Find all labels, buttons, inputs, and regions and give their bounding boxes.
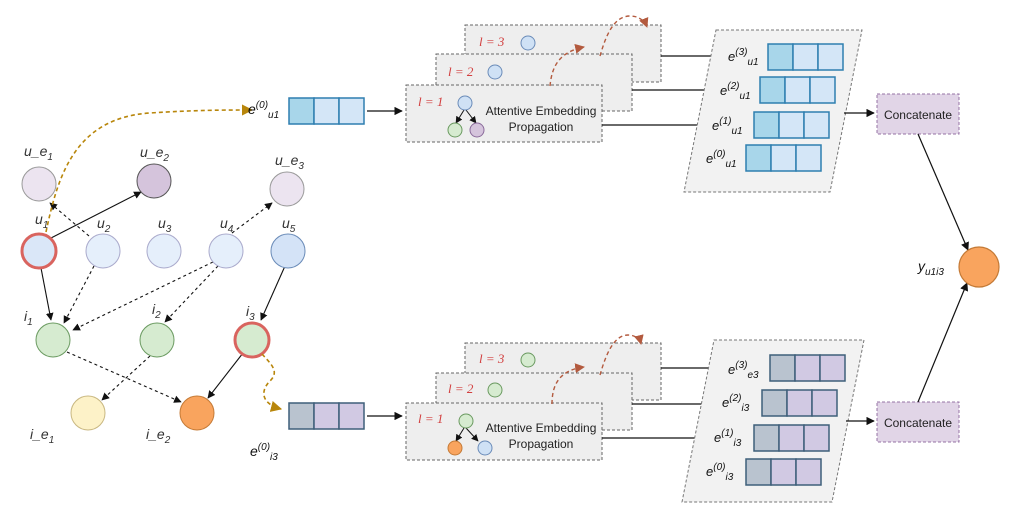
node-u4 bbox=[208, 233, 244, 269]
user-input-label: e(0)u1 bbox=[248, 100, 279, 121]
edge-u5-i3 bbox=[260, 265, 286, 321]
item-input-vector bbox=[288, 402, 365, 430]
item-branch: e(0)i3 l = 3 l = 2 l = 1 Attentive Embed… bbox=[250, 334, 960, 503]
concatenate-label-user: Concatenate bbox=[884, 108, 952, 122]
label-u5: u5 bbox=[282, 215, 296, 235]
edge-u2-i1 bbox=[63, 265, 95, 324]
edge-i2-ie1 bbox=[101, 355, 151, 401]
arrow-concat-item-to-output bbox=[917, 282, 969, 403]
curve-u1-to-embedding bbox=[45, 104, 254, 233]
label-u3: u3 bbox=[158, 215, 172, 235]
item-layer-panel-1 bbox=[405, 402, 603, 461]
stack-label-3: e(3)u1 bbox=[728, 47, 759, 68]
node-u3 bbox=[146, 233, 182, 269]
mini-node-l3 bbox=[520, 35, 536, 51]
layer-label-3: l = 3 bbox=[479, 34, 505, 49]
stack-vector-1 bbox=[753, 111, 830, 139]
mini-tree-l1 bbox=[447, 95, 485, 138]
item-mini-node-l2 bbox=[487, 382, 503, 398]
stack-vector-0 bbox=[745, 144, 822, 172]
edge-i1-ie2 bbox=[66, 351, 182, 403]
layer-label-1: l = 1 bbox=[418, 94, 443, 109]
graph-edges bbox=[40, 191, 286, 403]
curve-l1-to-l2 bbox=[549, 44, 585, 87]
item-mini-tree-l1 bbox=[447, 413, 493, 456]
item-curve-l1-to-l2 bbox=[551, 363, 585, 405]
stack-label-0: e(0)u1 bbox=[706, 149, 737, 170]
layer-text-line1: Attentive Embedding bbox=[486, 104, 597, 118]
layer-label-2: l = 2 bbox=[448, 64, 474, 79]
node-u-e3 bbox=[269, 171, 305, 207]
node-i3 bbox=[233, 321, 271, 359]
item-stack-label-2: e(2)i3 bbox=[722, 393, 750, 414]
stack-vector-2 bbox=[759, 76, 836, 104]
label-i3: i3 bbox=[246, 303, 255, 323]
concatenate-box-user bbox=[876, 93, 960, 135]
edge-i3-ie2 bbox=[207, 352, 244, 399]
stack-label-2: e(2)u1 bbox=[720, 81, 751, 102]
label-u-e1: u_e1 bbox=[24, 143, 53, 163]
item-layer-label-3: l = 3 bbox=[479, 351, 505, 366]
mini-node-l2 bbox=[487, 64, 503, 80]
layer-text-line2: Propagation bbox=[509, 120, 574, 134]
concatenate-label-item: Concatenate bbox=[884, 416, 952, 430]
user-branch: e(0)u1 l = 3 l = 2 l = 1 Attentive Embed… bbox=[248, 15, 960, 193]
node-i1 bbox=[35, 322, 71, 358]
item-stack-label-1: e(1)i3 bbox=[714, 428, 742, 449]
item-stack-label-0: e(0)i3 bbox=[706, 462, 734, 483]
label-u4: u4 bbox=[220, 215, 234, 235]
label-u-e2: u_e2 bbox=[140, 144, 169, 164]
node-i2 bbox=[139, 322, 175, 358]
concatenate-box-item bbox=[876, 401, 960, 443]
label-u-e3: u_e3 bbox=[275, 152, 304, 172]
item-stack-vector-3 bbox=[769, 354, 846, 382]
label-i-e2: i_e2 bbox=[146, 426, 171, 446]
item-stack-vector-2 bbox=[761, 389, 838, 417]
label-i2: i2 bbox=[152, 301, 161, 321]
edge-u3-i2 bbox=[164, 265, 219, 323]
edge-u1-ue2 bbox=[50, 191, 142, 239]
layer-panel-1 bbox=[405, 84, 603, 143]
label-u1: u1 bbox=[35, 211, 48, 231]
item-stack-vector-1 bbox=[753, 424, 830, 452]
node-u-e1 bbox=[21, 166, 57, 202]
output-score-node bbox=[958, 246, 1000, 288]
item-mini-node-l3 bbox=[520, 352, 536, 368]
item-stack-label-3: e(3)e3 bbox=[728, 360, 759, 381]
label-i1: i1 bbox=[24, 308, 33, 328]
node-u2 bbox=[85, 233, 121, 269]
item-layer-label-2: l = 2 bbox=[448, 381, 474, 396]
edge-u1-i1 bbox=[40, 267, 54, 321]
user-input-vector bbox=[288, 97, 365, 125]
label-i-e1: i_e1 bbox=[30, 426, 54, 446]
item-stack-vector-0 bbox=[745, 458, 822, 486]
item-layer-text-line1: Attentive Embedding bbox=[486, 421, 597, 435]
edge-u2-ue1 bbox=[49, 202, 90, 237]
node-i-e2 bbox=[179, 395, 215, 431]
item-input-label: e(0)i3 bbox=[250, 442, 278, 463]
edge-u4-ue3 bbox=[231, 202, 273, 234]
node-i-e1 bbox=[70, 395, 106, 431]
item-layer-text-line2: Propagation bbox=[509, 437, 574, 451]
item-layer-label-1: l = 1 bbox=[418, 411, 443, 426]
node-u1 bbox=[20, 232, 58, 270]
node-u-e2 bbox=[136, 163, 172, 199]
node-u5 bbox=[270, 233, 306, 269]
arrow-concat-user-to-output bbox=[917, 133, 969, 251]
edge-u4-i1 bbox=[72, 261, 214, 331]
knowledge-graph: u_e1 u_e2 u_e3 u1 u2 u3 u4 u5 i1 i2 i3 i… bbox=[20, 143, 306, 446]
label-u2: u2 bbox=[97, 215, 111, 235]
curve-i3-to-embedding bbox=[261, 353, 283, 412]
stack-vector-3 bbox=[767, 43, 844, 71]
output-label: yu1i3 bbox=[917, 258, 944, 278]
item-curve-l2-to-l3 bbox=[599, 334, 644, 376]
stack-label-1: e(1)u1 bbox=[712, 116, 743, 137]
